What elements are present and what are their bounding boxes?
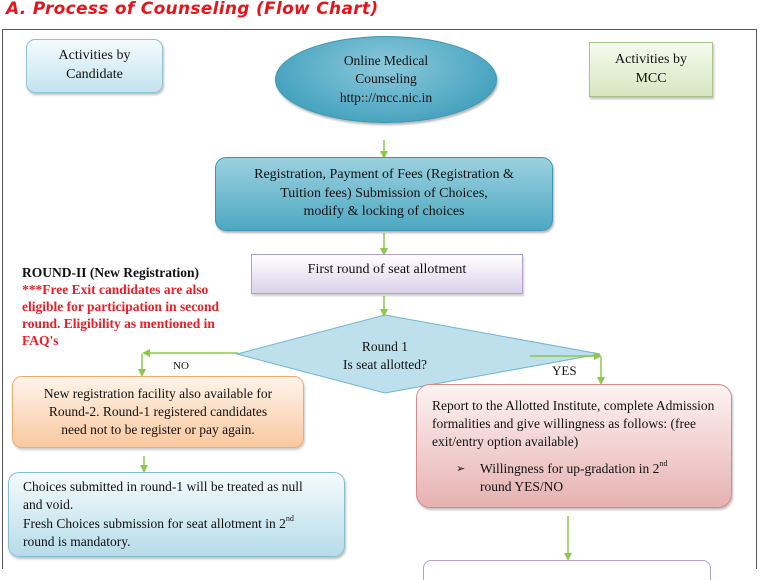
newreg-line-2: Round-2. Round-1 registered candidates xyxy=(48,403,268,419)
report-box: Report to the Allotted Institute, comple… xyxy=(416,384,732,508)
decision-text: Round 1 Is seat allotted? xyxy=(310,336,460,376)
choices-superscript: nd xyxy=(285,513,294,523)
registration-line-3: modify & locking of choices xyxy=(303,204,465,220)
legend-mcc-box: Activities by MCC xyxy=(589,42,713,97)
round2-heading: ROUND-II (New Registration) xyxy=(22,265,199,280)
bullet-text: Willingness for up-gradation in 2 xyxy=(480,460,660,476)
registration-line-2: Tuition fees) Submission of Choices, xyxy=(280,185,488,201)
newreg-line-1: New registration facility also available… xyxy=(43,385,273,401)
report-text: Report to the Allotted Institute, comple… xyxy=(432,398,715,450)
registration-line-1: Registration, Payment of Fees (Registrat… xyxy=(254,166,514,182)
legend-candidate-box: Activities by Candidate xyxy=(26,39,163,93)
first-round-box: First round of seat allotment xyxy=(251,254,523,294)
choices-line-3-text: Fresh Choices submission for seat allotm… xyxy=(23,515,286,531)
no-label: NO xyxy=(173,360,189,372)
arrow-bullet-icon: ➢ xyxy=(456,462,466,475)
legend-candidate-label: Activities by Candidate xyxy=(58,48,131,82)
start-url: http:://mcc.nic.in xyxy=(339,89,433,105)
choices-line-4: round is mandatory. xyxy=(23,533,131,549)
page-title: A. Process of Counseling (Flow Chart) xyxy=(6,0,379,19)
start-line-2: Counseling xyxy=(355,71,417,87)
newreg-line-3: need not to be register or pay again. xyxy=(61,422,255,438)
round2-note: ROUND-II (New Registration) ***Free Exit… xyxy=(22,265,252,349)
registration-box: Registration, Payment of Fees (Registrat… xyxy=(215,157,553,231)
bullet-superscript: nd xyxy=(659,458,668,468)
next-step-box xyxy=(423,560,711,580)
yes-label: YES xyxy=(552,363,577,378)
choices-line-1: Choices submitted in round-1 will be tre… xyxy=(23,479,303,495)
round2-warning: ***Free Exit candidates are also eligibl… xyxy=(22,281,220,348)
start-line-1: Online Medical xyxy=(343,53,429,69)
flowchart-frame xyxy=(2,29,757,569)
legend-mcc-label: Activities by MCC xyxy=(615,51,687,86)
start-ellipse: Online Medical Counseling http:://mcc.ni… xyxy=(275,36,497,123)
decision-line-2: Is seat allotted? xyxy=(343,357,427,372)
connectors xyxy=(138,140,605,561)
bullet-text-2: round YES/NO xyxy=(480,478,564,494)
choices-line-3: Fresh Choices submission for seat allotm… xyxy=(23,513,303,533)
choices-line-2: and void. xyxy=(23,497,74,513)
decision-diamond xyxy=(235,314,601,394)
decision-line-1: Round 1 xyxy=(361,338,409,354)
first-round-label: First round of seat allotment xyxy=(307,262,467,277)
choices-null-box: Choices submitted in round-1 will be tre… xyxy=(8,472,345,557)
report-bullet: ➢ Willingness for up-gradation in 2nd ro… xyxy=(456,458,731,496)
new-registration-box: New registration facility also available… xyxy=(12,376,304,448)
